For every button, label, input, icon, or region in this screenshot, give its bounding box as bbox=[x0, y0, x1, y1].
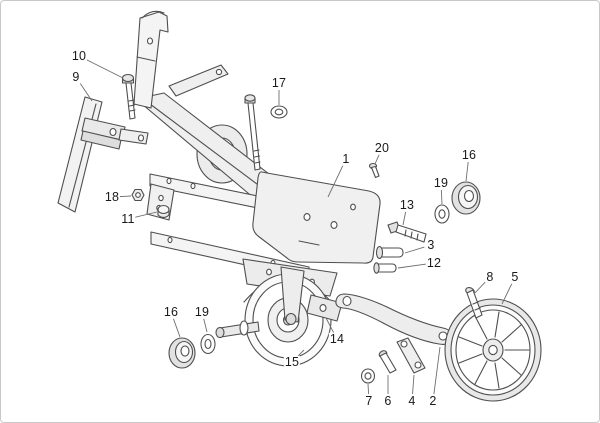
part-callout-2: 2 bbox=[428, 393, 438, 408]
part-callout-11: 11 bbox=[120, 211, 136, 226]
pin-6 bbox=[378, 350, 397, 374]
washer-19-right bbox=[434, 204, 450, 224]
leader-line-4 bbox=[412, 374, 415, 395]
hub-cap-right bbox=[451, 181, 481, 215]
bolt-17-area bbox=[244, 94, 288, 171]
leader-line-3 bbox=[404, 246, 425, 254]
part-callout-9: 9 bbox=[71, 69, 81, 84]
hub-cap-left bbox=[168, 337, 196, 369]
leader-line-1 bbox=[327, 165, 344, 198]
part-callout-15: 15 bbox=[283, 354, 301, 369]
leader-line-16 bbox=[172, 318, 181, 338]
part-callout-12: 12 bbox=[425, 255, 443, 270]
part-callout-7: 7 bbox=[364, 393, 374, 408]
part-callout-1: 1 bbox=[341, 151, 351, 166]
leader-line-19 bbox=[203, 318, 208, 333]
wheel-strap bbox=[280, 266, 305, 326]
part-callout-19: 19 bbox=[432, 175, 450, 190]
part-callout-14: 14 bbox=[328, 331, 346, 346]
leader-line-5 bbox=[501, 283, 513, 305]
part-callout-16: 16 bbox=[460, 147, 478, 162]
leader-line-8 bbox=[473, 281, 486, 295]
bolt-20 bbox=[368, 162, 380, 179]
part-callout-20: 20 bbox=[373, 140, 391, 155]
leader-line-18 bbox=[118, 195, 132, 198]
leader-line-19 bbox=[440, 189, 443, 205]
leader-line-13 bbox=[402, 211, 407, 226]
link-4 bbox=[396, 337, 426, 374]
machine-line-art bbox=[57, 10, 542, 402]
leader-line-2 bbox=[433, 346, 441, 395]
leader-line-10 bbox=[85, 58, 124, 79]
part-callout-18: 18 bbox=[103, 189, 121, 204]
cross-arm bbox=[168, 64, 229, 97]
lever-arm bbox=[57, 96, 149, 213]
leader-line-20 bbox=[374, 154, 380, 165]
nut-18 bbox=[131, 188, 145, 202]
gauge-wheel bbox=[444, 298, 542, 402]
bolt-10 bbox=[121, 73, 136, 120]
leader-line-12 bbox=[397, 263, 428, 269]
nut-11 bbox=[157, 204, 170, 219]
main-plate bbox=[252, 171, 381, 264]
part-callout-13: 13 bbox=[398, 197, 416, 212]
top-post bbox=[133, 10, 169, 109]
part-callout-8: 8 bbox=[485, 269, 495, 284]
leader-lines bbox=[79, 58, 513, 395]
bolt-8 bbox=[465, 286, 483, 319]
bracket-14 bbox=[306, 294, 343, 322]
part-callout-5: 5 bbox=[510, 269, 520, 284]
washer-19-left bbox=[200, 333, 216, 355]
leader-line-9 bbox=[79, 82, 93, 102]
part-callout-6: 6 bbox=[383, 393, 393, 408]
part-callout-16: 16 bbox=[162, 304, 180, 319]
part-callout-3: 3 bbox=[426, 237, 436, 252]
leader-line-11 bbox=[134, 211, 158, 218]
leader-line-14 bbox=[325, 317, 335, 334]
washer-7 bbox=[360, 368, 376, 384]
part-callout-10: 10 bbox=[70, 48, 88, 63]
part-callout-17: 17 bbox=[270, 75, 288, 90]
pin-3 bbox=[375, 245, 404, 260]
part-callout-19: 19 bbox=[193, 304, 211, 319]
bolt-13 bbox=[387, 221, 427, 243]
part-callout-4: 4 bbox=[407, 393, 417, 408]
leader-line-7 bbox=[367, 383, 370, 395]
axle-shaft bbox=[215, 320, 260, 339]
pin-12 bbox=[373, 262, 397, 274]
leader-line-16 bbox=[465, 161, 469, 182]
